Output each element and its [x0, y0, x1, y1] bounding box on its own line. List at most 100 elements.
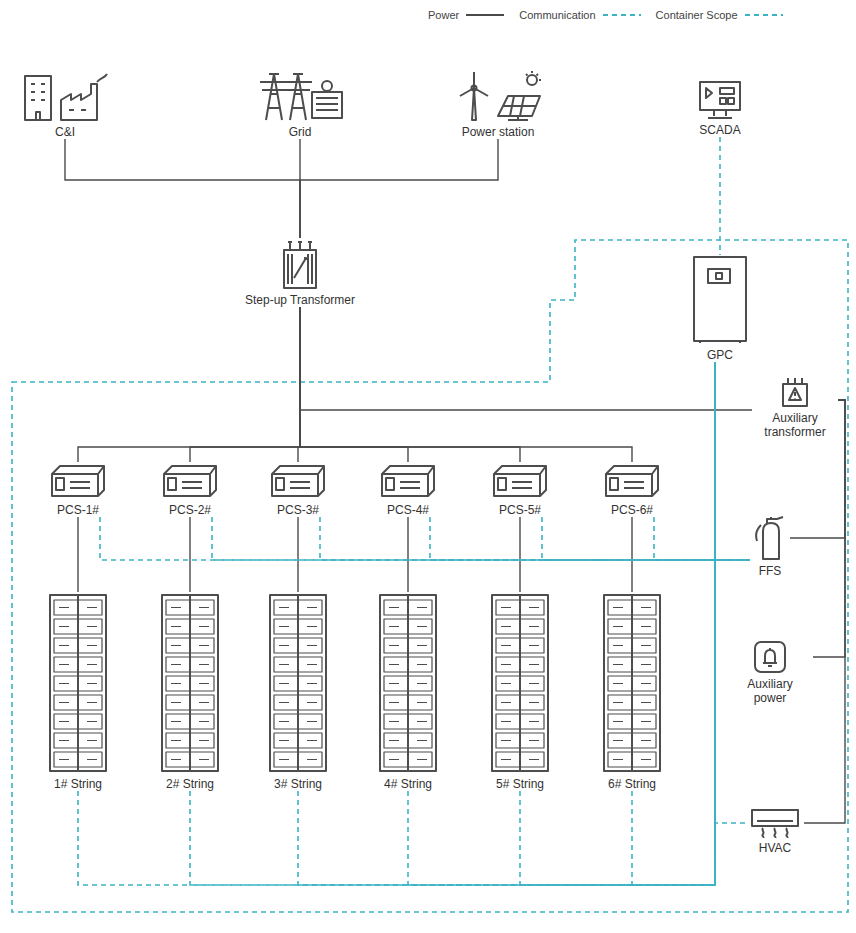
- node-label: 6# String: [608, 777, 656, 791]
- node-label: Power station: [462, 125, 535, 139]
- communication-line: [632, 362, 715, 885]
- icon-stroke: [512, 482, 532, 488]
- icon-stroke: [316, 98, 338, 110]
- icon-rect: [755, 642, 785, 672]
- icon-rect: [312, 92, 342, 118]
- equipment-icon: [267, 592, 329, 774]
- icon-stroke: [77, 596, 79, 770]
- icon-stroke: [789, 388, 801, 400]
- equipment-icon: [378, 462, 438, 500]
- icon-stroke: [182, 482, 202, 488]
- legend-line: [466, 14, 504, 16]
- icon-rect: [25, 76, 51, 120]
- icon-strokes: [604, 595, 660, 771]
- icon-rect: [604, 595, 660, 771]
- battery-string: 4# String: [374, 592, 442, 791]
- icon-rect: [162, 595, 218, 771]
- equipment-node: FFS: [750, 515, 790, 578]
- icon-stroke: [97, 74, 107, 82]
- icon-stroke: [290, 482, 310, 488]
- communication-line: [654, 517, 750, 560]
- battery-string: 3# String: [264, 592, 332, 791]
- legend-sample: [602, 11, 642, 19]
- equipment-node: Grid: [251, 70, 349, 139]
- icon-circle: [527, 75, 537, 85]
- icon-strokes: [755, 642, 785, 672]
- communication-line: [719, 137, 721, 255]
- icon-strokes: [783, 378, 807, 406]
- equipment-node: GPC: [687, 255, 753, 362]
- legend-sample: [465, 11, 505, 19]
- equipment-node: Power station: [445, 70, 551, 139]
- power-line: [190, 307, 300, 462]
- icon-rect: [498, 478, 506, 490]
- equipment-icon: [489, 592, 551, 774]
- icon-rect: [50, 595, 106, 771]
- equipment-icon: [160, 462, 220, 500]
- icon-rect: [270, 595, 326, 771]
- communication-line: [430, 517, 750, 560]
- power-line: [300, 307, 632, 462]
- node-label: GPC: [707, 348, 733, 362]
- legend: PowerCommunicationContainer Scope: [428, 9, 798, 21]
- power-line: [407, 517, 408, 592]
- icon-rect: [610, 478, 618, 490]
- communication-line: [542, 517, 750, 560]
- icon-stroke: [606, 466, 658, 496]
- icon-stroke: [407, 596, 409, 770]
- icon-stroke: [631, 596, 633, 770]
- icon-rect: [492, 595, 548, 771]
- power-line: [78, 307, 300, 462]
- power-line: [77, 517, 78, 592]
- icon-stroke: [382, 466, 434, 496]
- icon-rect: [752, 810, 798, 826]
- node-label: Auxiliary transformer: [755, 411, 835, 439]
- icon-stroke: [288, 254, 312, 284]
- equipment-icon: [602, 462, 662, 500]
- equipment-node: SCADA: [695, 80, 745, 137]
- icon-strokes: [164, 466, 216, 496]
- equipment-node: Auxiliary transformer: [752, 376, 838, 439]
- equipment-node: PCS-1#: [45, 462, 111, 517]
- legend-line: [745, 14, 783, 16]
- communication-line: [320, 517, 750, 560]
- icon-rect: [56, 478, 64, 490]
- node-label: C&I: [55, 125, 75, 139]
- icon-strokes: [380, 595, 436, 771]
- icon-stroke: [272, 466, 324, 496]
- icon-strokes: [700, 82, 740, 118]
- power-line: [300, 307, 520, 462]
- power-line: [300, 307, 752, 410]
- icon-stroke: [400, 482, 420, 488]
- node-label: PCS-1#: [57, 503, 99, 517]
- icon-stroke: [52, 466, 104, 496]
- icon-strokes: [260, 74, 342, 120]
- communication-line: [212, 517, 750, 560]
- icon-strokes: [284, 242, 316, 288]
- icon-stroke: [498, 96, 540, 120]
- icon-rect: [694, 257, 746, 341]
- battery-string: 1# String: [44, 592, 112, 791]
- equipment-node: Auxiliary power: [727, 640, 813, 705]
- node-label: 1# String: [54, 777, 102, 791]
- node-label: 3# String: [274, 777, 322, 791]
- icon-stroke: [763, 648, 777, 666]
- equipment-icon: [48, 462, 108, 500]
- icon-stroke: [69, 109, 86, 111]
- icon-stroke: [460, 72, 488, 120]
- icon-stroke: [526, 71, 541, 80]
- equipment-icon: [268, 462, 328, 500]
- communication-line: [520, 362, 715, 885]
- node-label: 5# String: [496, 777, 544, 791]
- equipment-icon: [278, 238, 322, 290]
- equipment-icon: [254, 70, 346, 122]
- battery-string: 6# String: [598, 592, 666, 791]
- equipment-icon: [749, 808, 801, 838]
- equipment-node: C&I: [16, 70, 114, 139]
- legend-item: Container Scope: [656, 9, 784, 21]
- power-line: [804, 400, 845, 823]
- equipment-node: PCS-4#: [375, 462, 441, 517]
- icon-strokes: [752, 810, 798, 838]
- power-line: [65, 139, 300, 238]
